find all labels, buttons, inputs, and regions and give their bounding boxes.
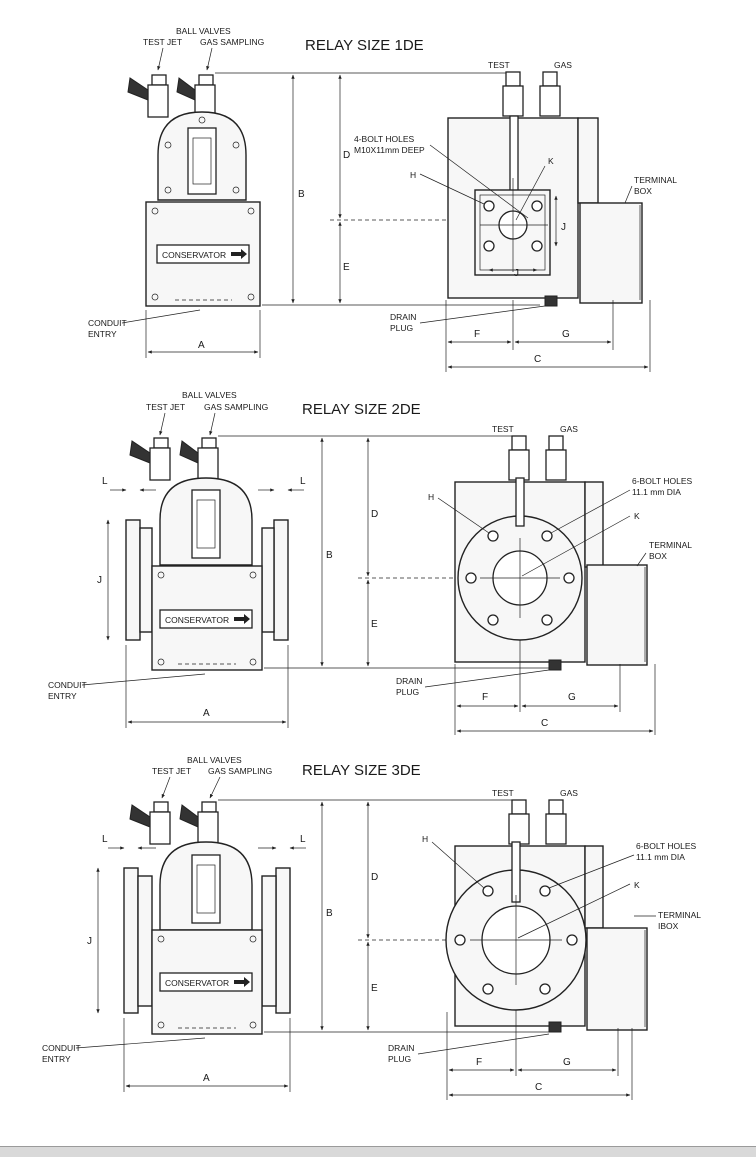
dim-l-left-label: L	[102, 476, 108, 487]
terminal-label: TERMINAL	[649, 540, 692, 550]
dim-k-label: K	[548, 156, 554, 166]
dim-d-label: D	[371, 509, 378, 520]
plug-label: PLUG	[390, 323, 413, 333]
dim-k-label: K	[634, 880, 640, 890]
dim-j-label: J	[561, 222, 566, 233]
ball-valves-label: BALL VALVES	[182, 390, 237, 400]
relay-3de-title: RELAY SIZE 3DE	[302, 762, 421, 779]
dim-h-label: H	[428, 492, 434, 502]
dim-e-label: E	[371, 983, 378, 994]
holes-line1-label: 4-BOLT HOLES	[354, 134, 414, 144]
bolt-holes-6	[454, 885, 578, 995]
terminal-label: TERMINAL	[658, 910, 701, 920]
dim-j-label: J	[87, 936, 92, 947]
dim-f-label: F	[474, 329, 480, 340]
gas-label: GAS	[560, 788, 578, 798]
relay-2de-height-dims: B D E	[218, 435, 550, 669]
entry-label: ENTRY	[48, 691, 77, 701]
dim-l-left-label: L	[102, 834, 108, 845]
gas-label: GAS	[554, 60, 572, 70]
relay-2de-front-view: BALL VALVES TEST JET GAS SAMPLING CONSER…	[48, 390, 306, 728]
dim-b-label: B	[326, 550, 333, 561]
dim-k-label: K	[634, 511, 640, 521]
box-label: BOX	[649, 551, 667, 561]
bolt-holes-6	[465, 530, 575, 626]
dim-c-label: C	[541, 718, 548, 729]
gas-sampling-label: GAS SAMPLING	[204, 402, 268, 412]
holes-line2-label: 11.1 mm DIA	[636, 852, 685, 862]
relay-1de-side-view: TEST GAS 4-BOLT HOLES M10X11mm DEEP H	[354, 60, 677, 372]
box-label: IBOX	[658, 921, 679, 931]
test-jet-label: TEST JET	[146, 402, 185, 412]
holes-line1-label: 6-BOLT HOLES	[632, 476, 692, 486]
terminal-label: TERMINAL	[634, 175, 677, 185]
conduit-label: CONDUIT	[42, 1043, 81, 1053]
dim-a-label: A	[203, 708, 210, 719]
relay-3de: RELAY SIZE 3DE BALL VALVES TEST JET GAS …	[42, 755, 701, 1100]
gas-sampling-label: GAS SAMPLING	[200, 37, 264, 47]
gas-sampling-label: GAS SAMPLING	[208, 766, 272, 776]
dim-e-label: E	[371, 619, 378, 630]
dim-f-label: F	[476, 1057, 482, 1068]
plug-label: PLUG	[388, 1054, 411, 1064]
test-label: TEST	[488, 60, 510, 70]
ball-valves-label: BALL VALVES	[176, 26, 231, 36]
drain-label: DRAIN	[396, 676, 422, 686]
relay-1de-front-view: BALL VALVES TEST JET GAS SAMPLING CONSER…	[88, 26, 264, 358]
dim-h-label: H	[422, 834, 428, 844]
conduit-label: CONDUIT	[48, 680, 87, 690]
dim-d-label: D	[343, 150, 350, 161]
bolt-holes-4	[483, 200, 543, 252]
dim-g-label: G	[563, 1057, 571, 1068]
test-jet-label: TEST JET	[143, 37, 182, 47]
dim-f-label: F	[482, 692, 488, 703]
drain-label: DRAIN	[390, 312, 416, 322]
relay-1de-height-dims: B D E	[215, 72, 540, 306]
relay-2de: RELAY SIZE 2DE BALL VALVES TEST JET GAS …	[48, 390, 692, 735]
relay-1de-title: RELAY SIZE 1DE	[305, 37, 424, 54]
test-label: TEST	[492, 788, 514, 798]
dim-c-label: C	[534, 354, 541, 365]
dim-c-label: C	[535, 1082, 542, 1093]
holes-line1-label: 6-BOLT HOLES	[636, 841, 696, 851]
test-jet-label: TEST JET	[152, 766, 191, 776]
conservator-label: CONSERVATOR	[162, 250, 226, 260]
holes-line2-label: 11.1 mm DIA	[632, 487, 681, 497]
gas-label: GAS	[560, 424, 578, 434]
relay-2de-title: RELAY SIZE 2DE	[302, 401, 421, 418]
relay-1de: RELAY SIZE 1DE BALL VALVES TEST JET GAS …	[88, 26, 677, 372]
drain-label: DRAIN	[388, 1043, 414, 1053]
dim-a-label: A	[198, 340, 205, 351]
conservator-label: CONSERVATOR	[165, 978, 229, 988]
dim-j-label: J	[97, 575, 102, 586]
holes-line2-label: M10X11mm DEEP	[354, 145, 425, 155]
page-bottom-edge	[0, 1146, 756, 1157]
conduit-label: CONDUIT	[88, 318, 127, 328]
dim-g-label: G	[568, 692, 576, 703]
dim-j2-label: J	[514, 268, 519, 279]
dim-g-label: G	[562, 329, 570, 340]
ball-valves-label: BALL VALVES	[187, 755, 242, 765]
dim-l-right-label: L	[300, 834, 306, 845]
dim-a-label: A	[203, 1073, 210, 1084]
dim-l-right-label: L	[300, 476, 306, 487]
dim-e-label: E	[343, 262, 350, 273]
relay-2de-side-view: TEST GAS 6-BOLT HOLES 11.1 mm DIA H	[396, 424, 692, 735]
relay-3de-front-view: BALL VALVES TEST JET GAS SAMPLING CONSER…	[42, 755, 306, 1092]
test-label: TEST	[492, 424, 514, 434]
entry-label: ENTRY	[42, 1054, 71, 1064]
dim-d-label: D	[371, 872, 378, 883]
dim-h-label: H	[410, 170, 416, 180]
dim-b-label: B	[298, 189, 305, 200]
entry-label: ENTRY	[88, 329, 117, 339]
dim-b-label: B	[326, 908, 333, 919]
conservator-label: CONSERVATOR	[165, 615, 229, 625]
relay-3de-side-view: TEST GAS 6-BOLT HOLES 11.1 mm DIA H	[388, 788, 701, 1100]
box-label: BOX	[634, 186, 652, 196]
relay-3de-height-dims: B D E	[218, 799, 550, 1033]
plug-label: PLUG	[396, 687, 419, 697]
